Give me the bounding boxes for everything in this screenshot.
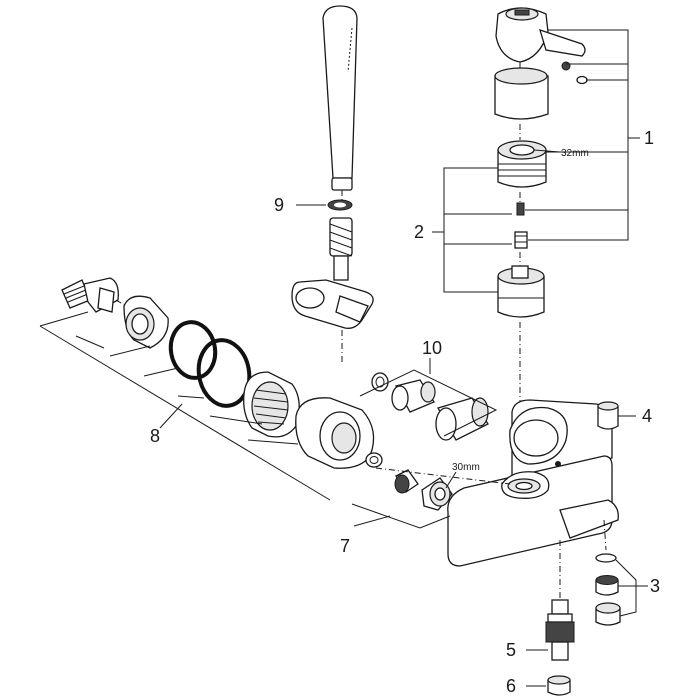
diverter-part-5: [545, 599, 575, 661]
callout-3-leaders: [615, 559, 648, 617]
s-union: [61, 277, 119, 313]
connection-assembly-part-8: [61, 277, 375, 469]
lever-handle: [495, 7, 586, 70]
hand-shower: [322, 5, 358, 210]
callout-6: 6: [506, 676, 516, 696]
callout-3: 3: [650, 576, 660, 596]
wall-holder: [291, 279, 374, 362]
washer-part-9: [327, 199, 353, 211]
callout-2-leaders: [432, 167, 512, 293]
callout-9: 9: [274, 195, 284, 215]
callout-7-leaders: [351, 503, 451, 529]
mixer-body: [447, 399, 619, 567]
callout-7: 7: [340, 536, 350, 556]
o-ring-large: [196, 338, 252, 408]
callout-8: 8: [150, 426, 160, 446]
callout-4: 4: [642, 406, 652, 426]
bushing-part-6: [547, 675, 571, 696]
o-ring-small: [168, 320, 218, 380]
hex-adapter: [514, 231, 528, 249]
pin: [516, 202, 525, 216]
aerator-set-part-3: [595, 553, 621, 626]
cap-part-4: [597, 401, 619, 430]
callout-1-leaders: [525, 29, 640, 241]
cartridge: [497, 265, 545, 318]
hose-fitting: [329, 217, 353, 281]
handle-sleeve: [494, 67, 549, 120]
extension-set-part-10: [371, 372, 489, 441]
screw-cap: [576, 75, 588, 85]
callout-10-leaders: [359, 358, 498, 437]
flange-nut: [123, 295, 169, 349]
set-screw: [561, 61, 571, 71]
callout-1: 1: [644, 128, 654, 148]
callout-2: 2: [414, 222, 424, 242]
threaded-flange: [243, 371, 300, 438]
callout-8-leaders: [39, 311, 331, 501]
callout-10: 10: [422, 338, 442, 358]
escutcheon: [295, 397, 375, 469]
connector-set-part-7: [365, 452, 453, 511]
dimension-30mm: 30mm: [452, 462, 480, 473]
cartridge-nut: [497, 140, 547, 188]
dimension-32mm: 32mm: [561, 148, 589, 159]
callout-5: 5: [506, 640, 516, 660]
